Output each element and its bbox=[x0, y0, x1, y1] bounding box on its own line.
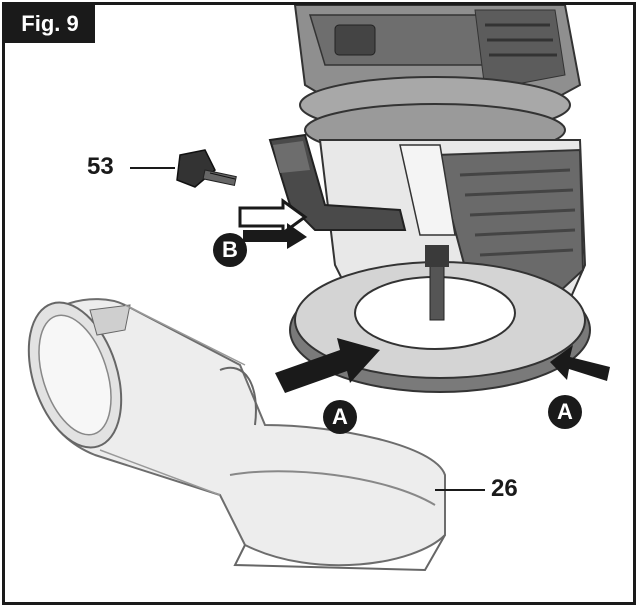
marker-a-left: A bbox=[323, 400, 357, 434]
marker-b: B bbox=[213, 233, 247, 267]
arrow-a-left bbox=[275, 338, 380, 393]
marker-a-right: A bbox=[548, 395, 582, 429]
screw-53 bbox=[176, 149, 237, 188]
arrow-b bbox=[238, 198, 308, 249]
callout-53: 53 bbox=[87, 153, 114, 180]
callout-26: 26 bbox=[491, 475, 518, 502]
figure-label: Fig. 9 bbox=[5, 5, 95, 43]
dust-adapter-26 bbox=[27, 298, 446, 572]
arrow-a-right bbox=[550, 345, 610, 381]
router-motor bbox=[293, 5, 582, 157]
router-illustration bbox=[27, 5, 610, 572]
